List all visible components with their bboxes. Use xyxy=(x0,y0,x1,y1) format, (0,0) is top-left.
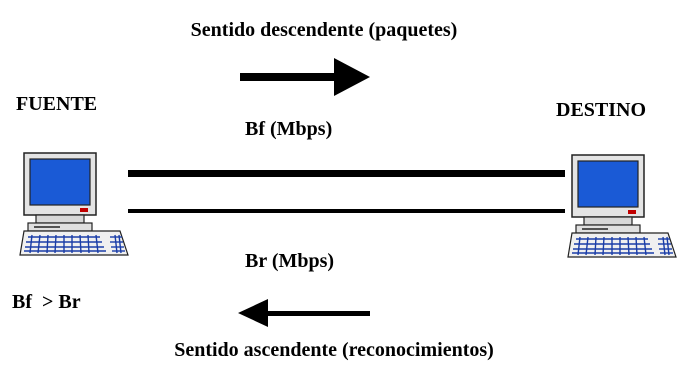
destination-computer-icon xyxy=(567,154,677,258)
downstream-title: Sentido descendente (paquetes) xyxy=(190,19,458,41)
destination-label: DESTINO xyxy=(556,99,647,121)
upstream-arrow-icon xyxy=(238,299,370,327)
forward-link-line xyxy=(128,170,565,177)
source-label: FUENTE xyxy=(16,93,98,115)
reverse-link-line xyxy=(128,209,565,213)
source-computer-icon xyxy=(19,152,129,256)
downstream-arrow-icon xyxy=(240,58,370,96)
upstream-title: Sentido ascendente (reconocimientos) xyxy=(174,339,494,361)
bandwidth-condition: Bf > Br xyxy=(12,291,81,313)
reverse-bandwidth-label: Br (Mbps) xyxy=(245,250,335,272)
forward-bandwidth-label: Bf (Mbps) xyxy=(245,118,333,140)
